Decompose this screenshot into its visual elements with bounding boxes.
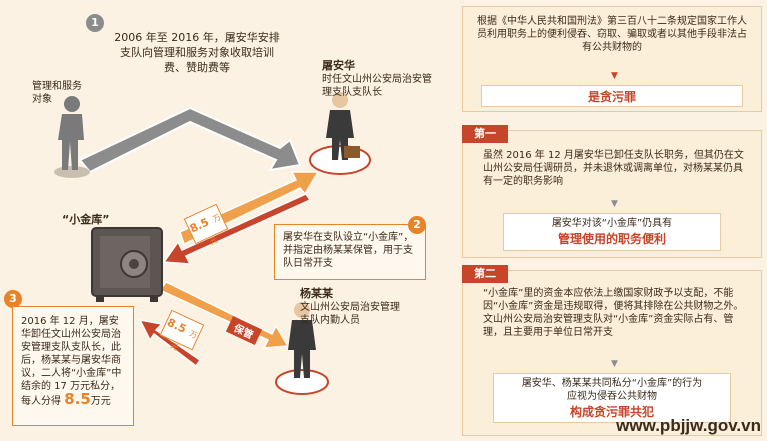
red-arrow — [162, 193, 312, 265]
second-result-box: 屠安华、杨某某共同私分“小金库”的行为 应视为侵吞公共财物 构成贪污罪共犯 — [493, 373, 731, 423]
law-result-box: 是贪污罪 — [481, 85, 743, 107]
law-box: 根据《中华人民共和国刑法》第三百八十二条规定国家工作人员利用职务上的便利侵吞、窃… — [462, 6, 762, 112]
service-target-label: 管理和服务对象 — [32, 81, 82, 105]
service-person-icon — [58, 96, 84, 170]
amount-tag-lower-value: 8.5 — [165, 315, 189, 336]
tu-person-icon — [326, 92, 360, 160]
gray-arrow — [78, 106, 302, 174]
second-result-line3: 构成贪污罪共犯 — [569, 405, 654, 419]
ground-yang — [275, 369, 329, 395]
safe-icon — [91, 227, 163, 302]
second-box: 第二 “小金库”里的资金本应依法上缴国家财政予以支配，不能因“小金库”资金是违规… — [462, 265, 762, 436]
step1-text: 2006 年至 2016 年，屠安华安排支队向管理和服务对象收取培训费、赞助费等 — [114, 31, 280, 74]
second-result-line1: 屠安华、杨某某共同私分“小金库”的行为 — [521, 378, 703, 389]
first-box: 第一 虽然 2016 年 12 月屠安华已卸任支队长职务，但其仍在文山州公安局任… — [462, 125, 762, 258]
step3-amount: 8.5 — [64, 390, 91, 408]
law-arrow-icon: ▼ — [611, 71, 618, 81]
step1-number: 1 — [86, 14, 104, 32]
ground-tu — [309, 145, 371, 175]
yang-name: 杨某某 — [300, 287, 333, 300]
second-tab: 第二 — [462, 265, 508, 283]
first-arrow-icon: ▼ — [611, 199, 618, 209]
right-panel: 根据《中华人民共和国刑法》第三百八十二条规定国家工作人员利用职务上的便利侵吞、窃… — [462, 6, 762, 436]
step2-number: 2 — [408, 216, 426, 234]
step3-text: 2016 年 12 月，屠安华卸任文山州公安局治安管理支队支队长，此后，杨某某与… — [21, 316, 122, 407]
second-arrow-icon: ▼ — [611, 359, 618, 369]
first-result-line2: 管理使用的职务便利 — [557, 232, 666, 246]
second-result-line2: 应视为侵吞公共财物 — [567, 391, 657, 402]
first-result-line1: 屠安华对该“小金库”仍具有 — [551, 218, 673, 229]
law-text: 根据《中华人民共和国刑法》第三百八十二条规定国家工作人员利用职务上的便利侵吞、窃… — [477, 16, 747, 53]
tu-title: 时任文山州公安局治安管理支队支队长 — [322, 74, 432, 98]
second-text: “小金库”里的资金本应依法上缴国家财政予以支配，不能因“小金库”资金是违规取得，… — [483, 288, 744, 338]
first-text: 虽然 2016 年 12 月屠安华已卸任支队长职务，但其仍在文山州公安局任调研员… — [483, 150, 744, 187]
step2-text: 屠安华在支队设立“小金库”，并指定由杨某某保管，用于支队日常开支 — [283, 232, 414, 269]
yang-title: 文山州公安局治安管理支队内勤人员 — [300, 302, 400, 326]
flow-arrows — [54, 92, 371, 395]
amount-tag-upper-value: 8.5 — [187, 215, 212, 236]
first-tab: 第一 — [462, 125, 508, 143]
tu-name: 屠安华 — [322, 59, 355, 72]
step3-unit: 万元 — [90, 396, 111, 407]
watermark: www.pbjjw.gov.vn — [616, 416, 761, 435]
red-arrow-lower — [138, 318, 202, 368]
law-result: 是贪污罪 — [587, 90, 636, 104]
step3-number: 3 — [4, 290, 22, 308]
vault-label: “小金库” — [62, 213, 110, 226]
step3-box: 2016 年 12 月，屠安华卸任文山州公安局治安管理支队支队长，此后，杨某某与… — [12, 306, 134, 426]
yang-person-icon — [288, 302, 316, 378]
first-result-box: 屠安华对该“小金库”仍具有 管理使用的职务便利 — [503, 213, 721, 251]
step2-box: 屠安华在支队设立“小金库”，并指定由杨某某保管，用于支队日常开支 — [274, 224, 426, 280]
